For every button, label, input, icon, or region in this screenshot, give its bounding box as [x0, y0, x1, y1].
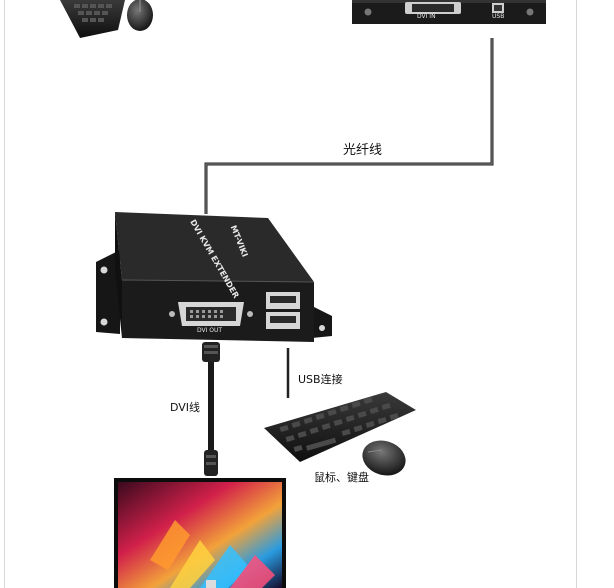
top-mouse-icon: [127, 0, 153, 31]
page-border-right: [576, 0, 577, 588]
fiber-cable: [204, 38, 494, 214]
transmitter-device: [96, 212, 332, 342]
peripherals-label: 鼠标、键盘: [314, 471, 369, 484]
receiver-usb-port: [492, 3, 504, 13]
receiver-usb-label: USB: [492, 13, 505, 20]
usb-connection-label: USB连接: [298, 373, 343, 386]
dvi-cable: [202, 342, 220, 476]
keyboard-icon: [264, 392, 416, 462]
receiver-dvi-in-label: DVI IN: [417, 13, 436, 20]
monitor-display: [114, 478, 286, 588]
fiber-cable-label: 光纤线: [343, 143, 383, 158]
receiver-device: [352, 0, 546, 24]
mouse-icon: [362, 440, 406, 476]
transmitter-dvi-out-label: DVI OUT: [197, 327, 223, 334]
top-keyboard-icon: [60, 0, 125, 38]
page-border-left: [4, 0, 5, 588]
transmitter-usb-ports: [266, 292, 300, 329]
receiver-dvi-in-port: [405, 2, 461, 14]
dvi-cable-label: DVI线: [170, 401, 201, 414]
transmitter-dvi-out-port: [169, 302, 253, 326]
